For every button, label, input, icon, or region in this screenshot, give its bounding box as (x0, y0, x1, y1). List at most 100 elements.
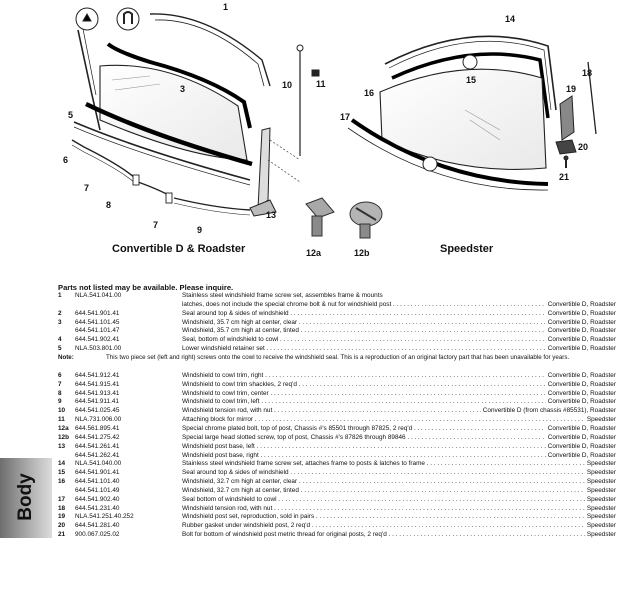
part-number: 900.067.025.02 (75, 531, 120, 539)
item-number: 3 (58, 318, 62, 326)
callout-9: 9 (197, 225, 202, 235)
item-number: 6 (58, 371, 62, 379)
parts-diagram: 1 3 5 6 7 7 8 9 10 11 12a 12b 13 14 15 1… (63, 2, 597, 258)
callout-11: 11 (316, 79, 326, 89)
part-number: 644.541.101.47 (75, 327, 120, 335)
part-description: Windshield tension rod, with nut (182, 505, 616, 514)
part-number: 644.541.902.41 (75, 336, 120, 344)
part-number: 644.541.261.41 (75, 442, 120, 450)
item-number: 19 (58, 513, 66, 521)
part-number: NLA.541.251.40.252 (75, 513, 134, 521)
application: Speedster (584, 522, 616, 532)
item-number: 4 (58, 336, 62, 344)
section-tab-label: Body (15, 473, 36, 521)
part-number: NLA.731.006.00 (75, 416, 122, 424)
callout-5: 5 (68, 110, 73, 120)
part-number: 644.541.275.42 (75, 433, 120, 441)
part-description: Windshield, 32.7 cm high at center, clea… (182, 478, 616, 487)
application: Speedster (584, 469, 616, 479)
application: Convertible D, Roadster (545, 380, 616, 390)
section-tab (0, 458, 52, 538)
part-number: 644.541.901.41 (75, 469, 120, 477)
item-number: 7 (58, 380, 62, 388)
application: Convertible D, Roadster (545, 442, 616, 452)
part-number: 644.541.231.40 (75, 504, 120, 512)
part-number: NLA.541.040.00 (75, 460, 122, 468)
part-number: 644.541.902.40 (75, 495, 120, 503)
part-description: latches, does not include the special ch… (182, 301, 616, 310)
caption-convertible-roadster: Convertible D & Roadster (112, 243, 246, 255)
part-description: Seal, bottom of windshield to cowl (182, 336, 616, 345)
part-number: 644.541.281.40 (75, 522, 120, 530)
application: Convertible D, Roadster (545, 327, 616, 337)
callout-13: 13 (266, 210, 276, 220)
caption-speedster: Speedster (440, 243, 494, 255)
convertible-windshield-drawing (71, 7, 320, 217)
item-number: 16 (58, 478, 66, 486)
part-description: Windshield to cowl trim, center (182, 390, 616, 399)
part-number: 644.541.101.45 (75, 318, 120, 326)
application: Convertible D, Roadster (545, 398, 616, 408)
application: Convertible D, Roadster (545, 300, 616, 310)
item-number: 14 (58, 460, 66, 468)
part-number: 644.541.262.41 (75, 451, 120, 459)
callout-20: 20 (578, 142, 588, 152)
callout-1: 1 (223, 2, 228, 12)
screw-12b-icon (349, 201, 383, 239)
callout-3: 3 (180, 84, 185, 94)
callout-7b: 7 (153, 220, 158, 230)
bolt-12a-icon (305, 197, 335, 237)
part-number: 644.541.913.41 (75, 389, 120, 397)
part-number: 644.561.895.41 (75, 424, 120, 432)
parts-row: 13 644.541.261.41 Windshield post base, le… (58, 442, 616, 452)
item-number: 13 (58, 442, 66, 450)
part-description: Special chrome plated bolt, top of post,… (182, 425, 616, 434)
part-description: Windshield, 35.7 cm high at center, tint… (182, 327, 616, 336)
part-number: 644.541.101.49 (75, 486, 120, 494)
callout-18: 18 (582, 68, 592, 78)
part-number: 644.541.912.41 (75, 371, 120, 379)
callout-12a: 12a (306, 248, 322, 258)
parts-row: 4 644.541.902.41 Seal, bottom of windshiel… (58, 336, 616, 346)
callout-10: 10 (282, 80, 292, 90)
item-number: 12a (58, 424, 69, 432)
part-number: 644.541.911.41 (75, 398, 119, 406)
part-description: Windshield tension rod, with nut (182, 407, 616, 416)
application: Convertible D, Roadster (545, 433, 616, 443)
parts-row: 14 NLA.541.040.00 Stainless steel windshie… (58, 460, 616, 470)
callout-15: 15 (466, 75, 476, 85)
application: Convertible D, Roadster (545, 424, 616, 434)
parts-note: Note: This two piece set (left and right… (58, 354, 616, 372)
application: Convertible D, Roadster (545, 389, 616, 399)
speedster-windshield-drawing (347, 35, 597, 191)
application: Convertible D, Roadster (545, 371, 616, 381)
parts-list: Parts not listed may be available. Pleas… (58, 283, 616, 540)
note-label: Note: (58, 353, 74, 361)
application: Speedster (584, 416, 616, 425)
part-description: Bolt for bottom of windshield post metri… (182, 531, 616, 540)
callout-21: 21 (559, 172, 569, 182)
part-description: Windshield post set, reproduction, sold … (182, 513, 616, 522)
part-number: NLA.541.041.00 (75, 292, 122, 299)
application: Speedster (584, 460, 616, 470)
part-description: Rubber gasket under windshield post, 2 r… (182, 522, 616, 531)
application: Convertible D, Roadster (545, 451, 616, 461)
item-number: 18 (58, 504, 66, 512)
part-description: Windshield, 32.7 cm high at center, tint… (182, 487, 616, 496)
callout-6: 6 (63, 155, 68, 165)
part-description: Windshield post base, left (182, 443, 616, 452)
part-description: Windshield post base, right (182, 452, 616, 461)
part-description: Stainless steel windshield frame screw s… (182, 460, 616, 469)
item-number: 2 (58, 309, 62, 317)
